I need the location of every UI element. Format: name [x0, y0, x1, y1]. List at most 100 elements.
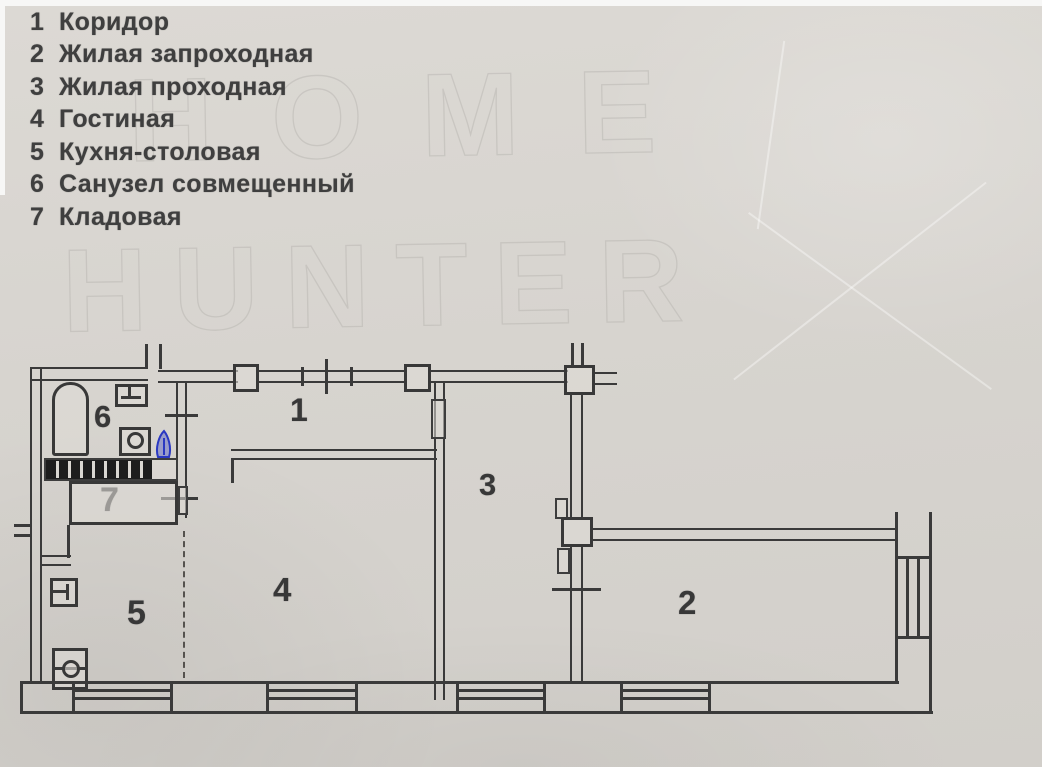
legend: 1 Коридор 2 Жилая запроходная 3 Жилая прохо… — [30, 6, 355, 234]
outer-wall-top — [30, 367, 148, 381]
wall-stub — [231, 460, 234, 483]
vent-shaft-hatch — [46, 460, 152, 479]
bathroom-door-tick — [165, 414, 198, 417]
legend-item-label: Жилая запроходная — [59, 40, 314, 69]
door-jamb — [431, 399, 446, 439]
outer-wall-right — [929, 512, 932, 558]
legend-item-number: 3 — [30, 72, 45, 101]
column — [233, 364, 259, 392]
column — [404, 364, 431, 392]
room-label-corridor: 1 — [290, 392, 308, 428]
toilet-icon — [127, 432, 144, 449]
window-jamb — [543, 681, 546, 714]
window-line — [269, 697, 355, 700]
window-line — [929, 558, 932, 637]
legend-item-number: 1 — [30, 7, 45, 36]
vent-riser-line — [145, 344, 148, 369]
window-jamb — [170, 681, 173, 714]
legend-item-label: Санузел совмещенный — [59, 170, 355, 199]
window-jamb — [456, 681, 459, 714]
legend-item: 1 Коридор — [30, 6, 355, 39]
room2-left-wall — [570, 546, 583, 682]
wall — [40, 555, 71, 566]
window-jamb — [708, 681, 711, 714]
room4-top-wall — [231, 449, 437, 460]
sink-icon — [121, 396, 141, 399]
legend-item: 2 Жилая запроходная — [30, 39, 355, 72]
window-line — [917, 558, 920, 637]
window-line — [895, 558, 898, 637]
window-cap — [895, 636, 932, 639]
column — [561, 517, 593, 547]
legend-item-number: 6 — [30, 170, 45, 199]
outer-wall-right — [895, 639, 898, 684]
door-tick — [350, 367, 353, 386]
room-label-bathroom: 6 — [94, 399, 112, 434]
vent-riser-line — [571, 343, 574, 366]
corridor-top-wall — [259, 370, 406, 383]
outer-wall-right — [929, 639, 932, 714]
legend-item-label: Жилая проходная — [59, 72, 287, 101]
window-jamb — [620, 681, 623, 714]
window-line — [75, 697, 170, 700]
door-jamb — [178, 486, 188, 515]
window-line — [459, 689, 543, 692]
window-cap — [895, 556, 932, 559]
outer-wall-bottom — [20, 711, 933, 714]
door-tick — [301, 367, 304, 386]
window-jamb — [72, 681, 75, 714]
legend-item-number: 2 — [30, 40, 45, 69]
window-line — [459, 697, 543, 700]
legend-item: 3 Жилая проходная — [30, 71, 355, 104]
room3-left-wall — [434, 383, 445, 700]
outer-wall-bottom — [20, 681, 899, 684]
corridor-top-wall — [431, 370, 568, 383]
legend-item-number: 5 — [30, 137, 45, 166]
window-line — [623, 689, 708, 692]
sink-icon — [128, 386, 131, 398]
pen-mark-icon — [153, 428, 175, 460]
window-line — [269, 689, 355, 692]
door-tick — [552, 588, 601, 591]
legend-item-label: Коридор — [59, 7, 170, 36]
stove-icon — [62, 660, 80, 678]
legend-item-label: Гостиная — [59, 105, 176, 134]
scan-edge-left — [0, 0, 5, 195]
vent-riser-line — [159, 344, 162, 369]
wall-cap — [20, 681, 23, 714]
scan-edge-top — [0, 0, 1042, 6]
sink-icon — [115, 384, 148, 407]
room-label-living-pass: 3 — [479, 467, 497, 502]
legend-item-number: 4 — [30, 105, 45, 134]
kitchen-sink-icon — [52, 590, 69, 593]
column — [564, 365, 595, 395]
kitchen-sink-icon — [66, 584, 69, 600]
window-jamb — [266, 681, 269, 714]
bathroom-wall — [176, 381, 187, 518]
wall-tick — [14, 534, 32, 537]
storage-room-outline — [69, 481, 178, 525]
window-line — [75, 689, 170, 692]
legend-item: 5 Кухня-столовая — [30, 136, 355, 169]
window-line — [623, 697, 708, 700]
pilaster — [555, 498, 568, 519]
pilaster — [557, 548, 570, 574]
room3-right-wall — [570, 394, 583, 518]
window-line — [906, 558, 909, 637]
legend-item-number: 7 — [30, 202, 45, 231]
wall-stub — [595, 372, 617, 385]
outer-wall-right — [895, 512, 898, 558]
wall — [67, 525, 70, 558]
dashed-partition — [183, 531, 186, 678]
room-label-living-room: 4 — [273, 571, 292, 608]
window-jamb — [355, 681, 358, 714]
bathtub-icon — [52, 382, 89, 456]
room-label-kitchen: 5 — [127, 594, 146, 632]
corridor-top-wall — [158, 370, 238, 383]
legend-item-label: Кухня-столовая — [59, 137, 261, 166]
room2-top-wall — [593, 528, 898, 541]
legend-item: 4 Гостиная — [30, 104, 355, 137]
